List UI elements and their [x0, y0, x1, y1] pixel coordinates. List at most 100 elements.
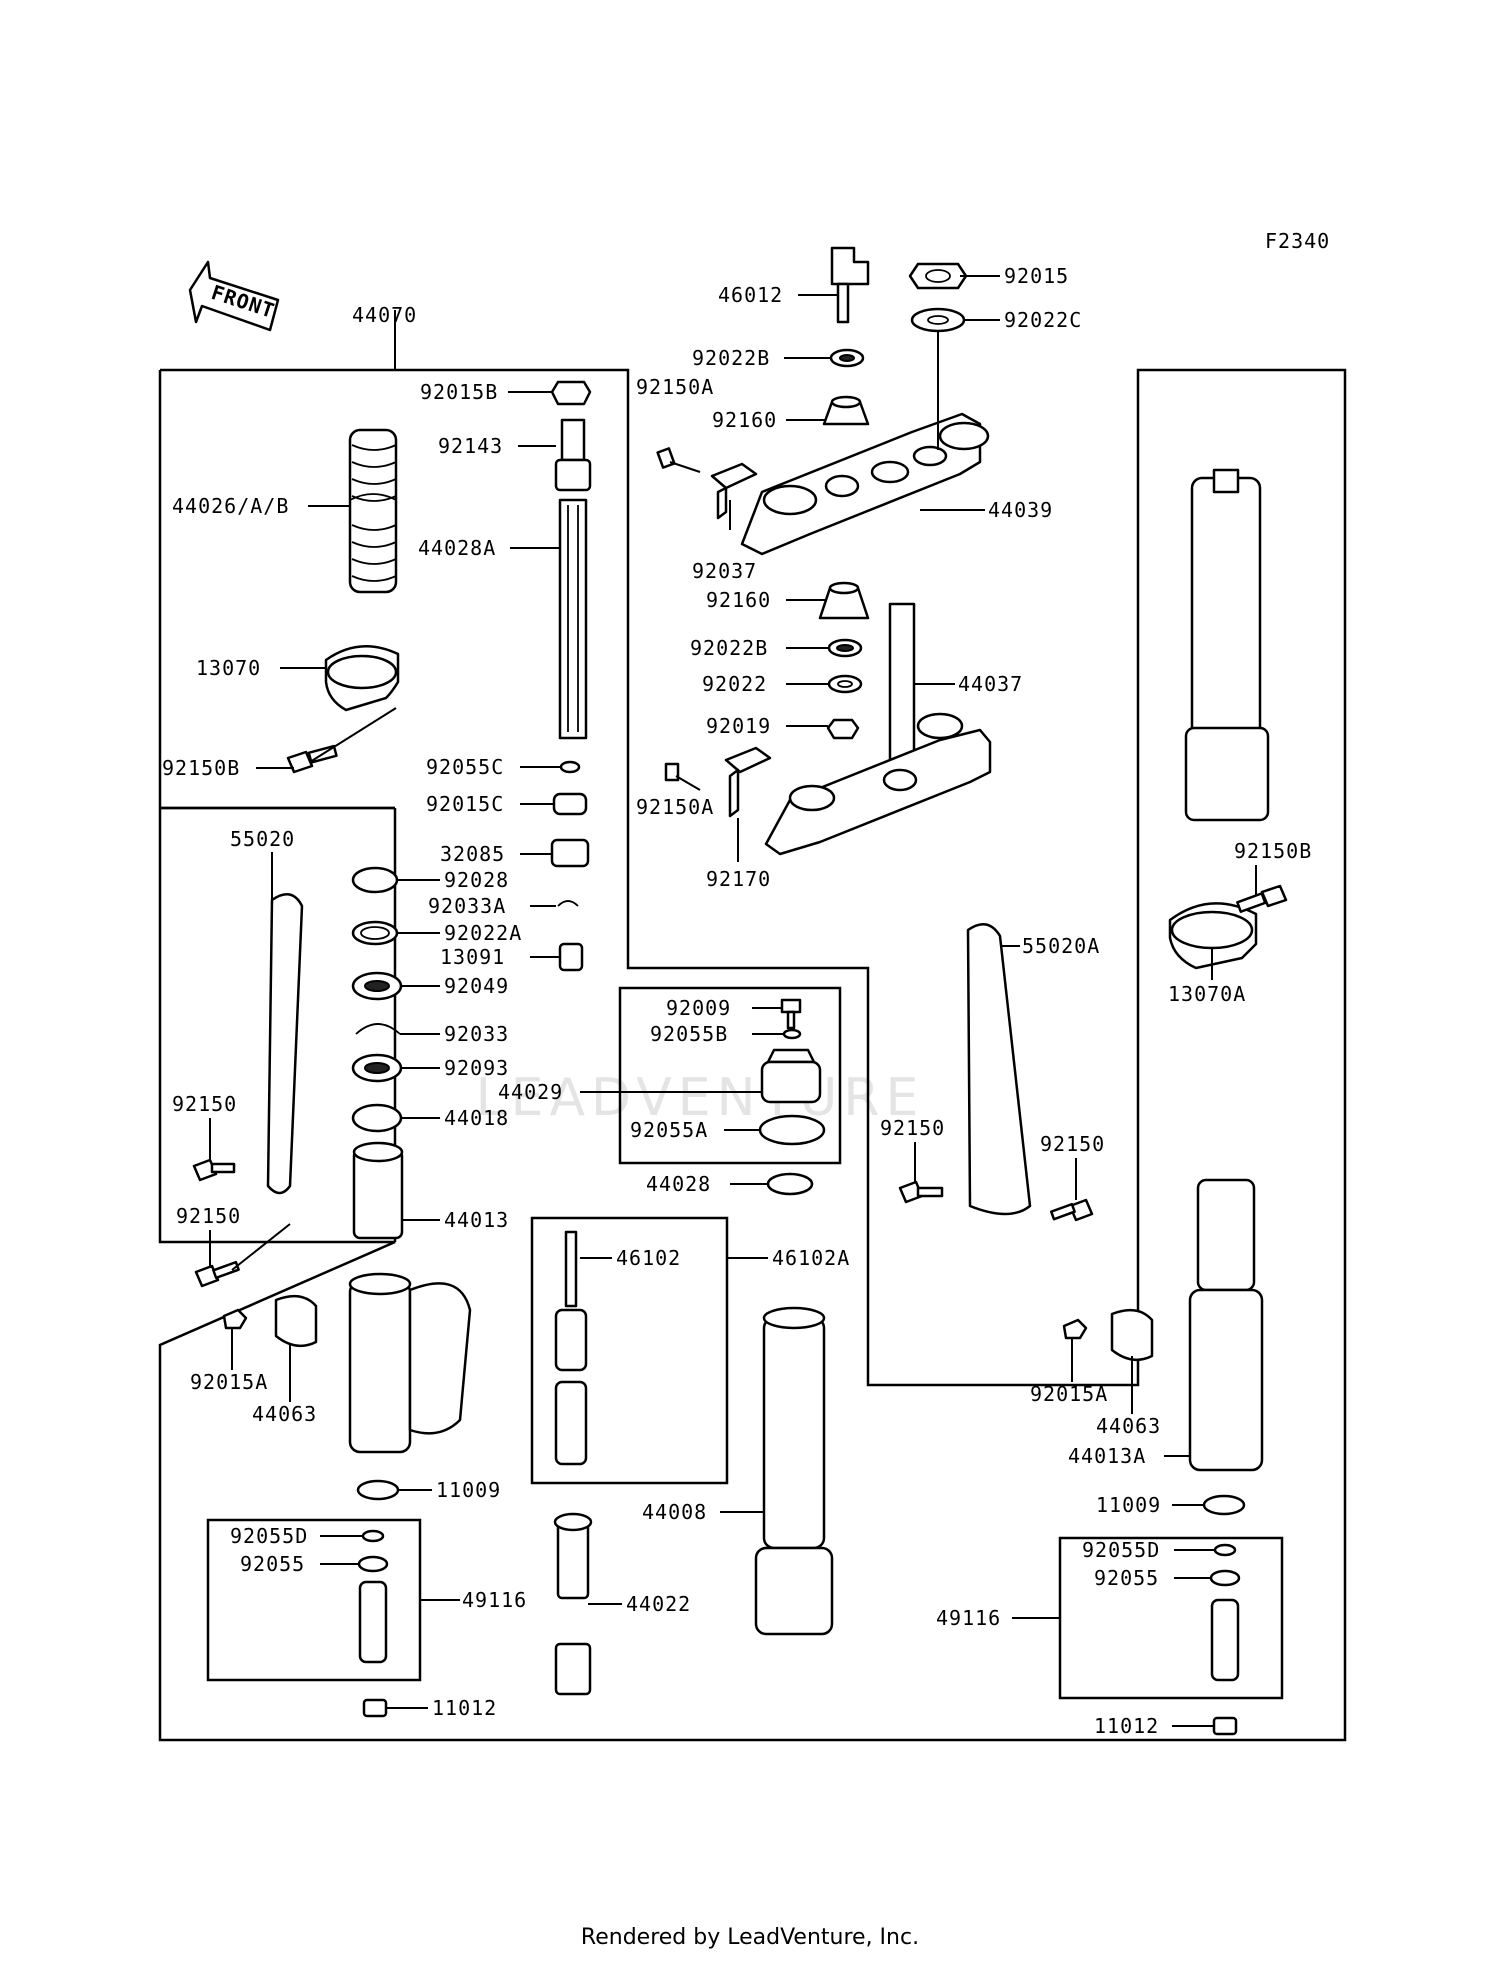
label-92009: 92009 — [666, 996, 731, 1020]
label-46102A: 46102A — [772, 1246, 850, 1270]
part-92055D-right — [1213, 1543, 1237, 1557]
label-92049: 92049 — [444, 974, 509, 998]
part-92033 — [355, 1023, 401, 1035]
label-11009-left: 11009 — [436, 1478, 501, 1502]
part-46102 — [554, 1230, 588, 1466]
part-44026-spring — [348, 428, 398, 594]
label-44037: 44037 — [958, 672, 1023, 696]
part-49116-left-body — [358, 1580, 388, 1664]
label-49116-left: 49116 — [462, 1588, 527, 1612]
label-32085: 32085 — [440, 842, 505, 866]
part-92170 — [724, 746, 772, 818]
label-92022C: 92022C — [1004, 308, 1082, 332]
label-44063-left: 44063 — [252, 1402, 317, 1426]
label-92055C: 92055C — [426, 755, 504, 779]
label-44026: 44026/A/B — [172, 494, 289, 518]
label-92150A-top: 92150A — [636, 375, 714, 399]
part-92015A-right — [1062, 1318, 1088, 1340]
part-13091 — [558, 942, 584, 972]
part-13070 — [324, 645, 400, 712]
label-92028: 92028 — [444, 868, 509, 892]
part-44029 — [760, 1048, 822, 1104]
label-11009-right: 11009 — [1096, 1493, 1161, 1517]
part-55020-left — [266, 893, 304, 1195]
part-55020A-right — [966, 923, 1032, 1216]
label-13091: 13091 — [440, 945, 505, 969]
label-92160-mid: 92160 — [706, 588, 771, 612]
part-fork-tube-upper-right — [1184, 468, 1270, 822]
label-46012: 46012 — [718, 283, 783, 307]
part-92150-bolt-r2 — [1049, 1198, 1094, 1222]
part-labels: 44070 46012 92015 92022C 92022B 92015B 9… — [162, 264, 1312, 1738]
leader-lines — [209, 275, 1257, 1727]
box-46102A — [530, 1216, 729, 1485]
label-44018: 44018 — [444, 1106, 509, 1130]
label-92055D-right: 92055D — [1082, 1538, 1160, 1562]
label-44022: 44022 — [626, 1592, 691, 1616]
label-92055B: 92055B — [650, 1022, 728, 1046]
part-92055D-left — [361, 1529, 385, 1543]
label-92022B-mid: 92022B — [690, 636, 768, 660]
label-92055-right: 92055 — [1094, 1566, 1159, 1590]
label-44028: 44028 — [646, 1172, 711, 1196]
part-92009 — [780, 998, 802, 1030]
label-92022: 92022 — [702, 672, 767, 696]
label-92022A: 92022A — [444, 921, 522, 945]
label-55020A: 55020A — [1022, 934, 1100, 958]
label-92150-l2: 92150 — [176, 1204, 241, 1228]
part-92019 — [826, 718, 860, 740]
label-92033A: 92033A — [428, 894, 506, 918]
part-46012 — [830, 246, 870, 324]
part-92022C — [910, 307, 966, 333]
part-92033A — [557, 900, 579, 907]
part-92022B-top — [829, 348, 865, 368]
part-92015A-left — [222, 1308, 248, 1330]
part-92160-mid — [818, 581, 870, 620]
part-11012-right — [1212, 1716, 1238, 1736]
label-92170: 92170 — [706, 867, 771, 891]
part-92055-right — [1209, 1569, 1241, 1587]
part-92150-bolt-l1 — [192, 1158, 236, 1182]
label-44013: 44013 — [444, 1208, 509, 1232]
label-92150B-right: 92150B — [1234, 839, 1312, 863]
part-92150B-right — [1236, 884, 1288, 913]
part-92055A — [758, 1114, 826, 1146]
label-92160-top: 92160 — [712, 408, 777, 432]
watermark-text: LEADVENTURE — [476, 1068, 925, 1128]
part-44037-stem — [764, 602, 992, 856]
part-92150A-mid — [664, 762, 701, 791]
part-44028A-rod — [558, 498, 588, 740]
part-92055-left — [357, 1555, 389, 1573]
label-11012-left: 11012 — [432, 1696, 497, 1720]
part-92022 — [827, 674, 863, 694]
part-44063-right — [1110, 1308, 1154, 1362]
label-92015C: 92015C — [426, 792, 504, 816]
label-44028A: 44028A — [418, 536, 496, 560]
label-44008: 44008 — [642, 1500, 707, 1524]
part-fork-lower-left — [348, 1272, 472, 1454]
part-11012-left — [362, 1698, 388, 1718]
label-92015A-right: 92015A — [1030, 1382, 1108, 1406]
label-55020: 55020 — [230, 827, 295, 851]
part-92143 — [554, 418, 592, 492]
label-44070: 44070 — [352, 303, 417, 327]
part-92093 — [351, 1053, 403, 1083]
label-44013A: 44013A — [1068, 1444, 1146, 1468]
label-92033: 92033 — [444, 1022, 509, 1046]
label-92037: 92037 — [692, 559, 757, 583]
part-92015 — [908, 262, 968, 290]
label-92015A-left: 92015A — [190, 1370, 268, 1394]
part-32085 — [550, 838, 590, 868]
label-44039: 44039 — [988, 498, 1053, 522]
part-44013 — [352, 1141, 404, 1240]
part-92150A-top — [656, 447, 701, 473]
box-49116-right — [1058, 1536, 1284, 1700]
part-11009-right — [1202, 1494, 1246, 1516]
label-13070A: 13070A — [1168, 982, 1246, 1006]
part-44022 — [553, 1512, 593, 1696]
part-44063-left — [274, 1294, 318, 1348]
label-92150A-mid: 92150A — [636, 795, 714, 819]
part-44028 — [766, 1172, 814, 1196]
part-11009-left — [356, 1479, 400, 1501]
